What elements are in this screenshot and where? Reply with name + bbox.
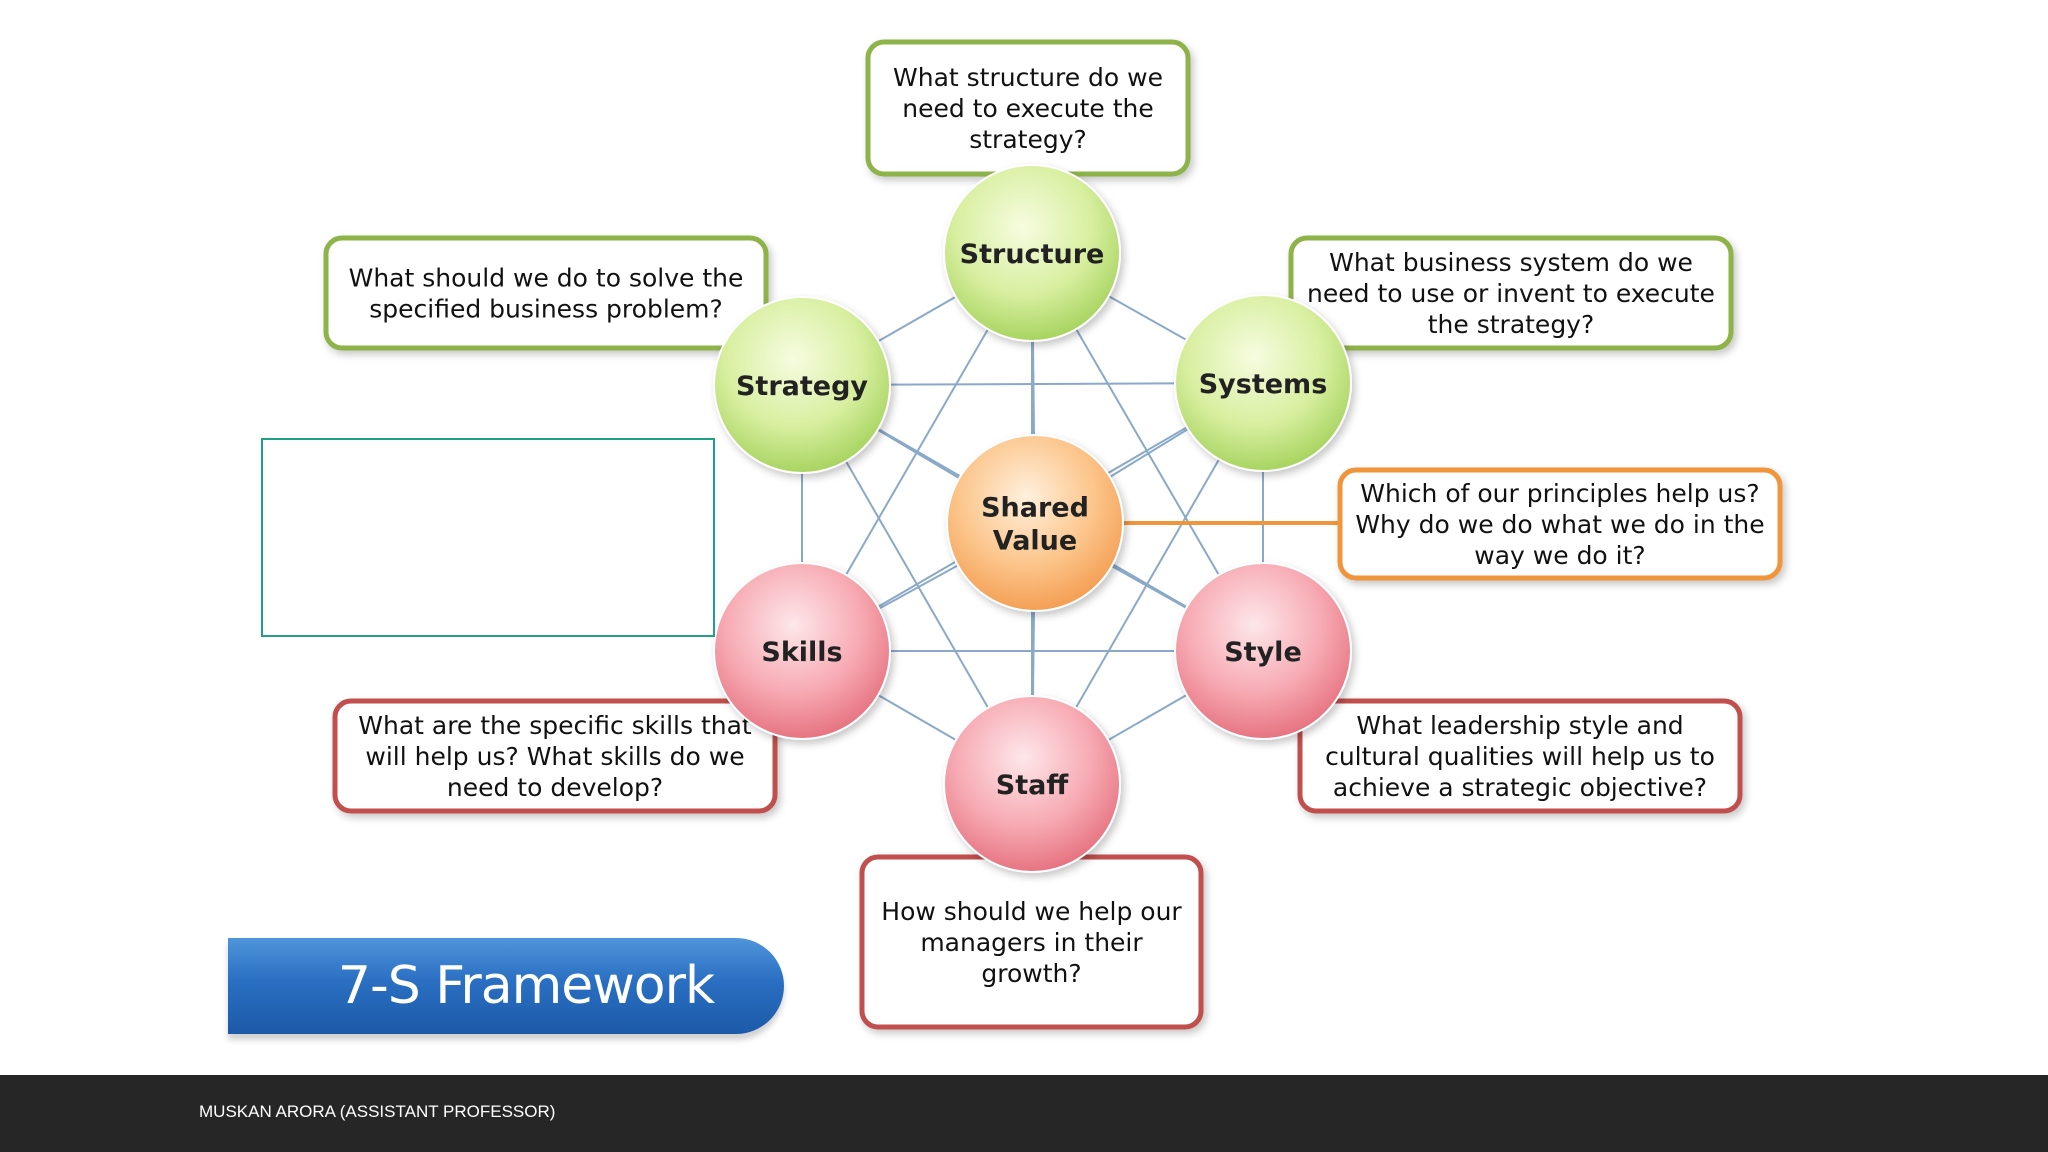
node-label: Systems bbox=[1199, 369, 1328, 400]
node-label: Style bbox=[1224, 637, 1302, 668]
question-line: What leadership style and bbox=[1356, 711, 1683, 740]
question-line: will help us? What skills do we bbox=[365, 742, 744, 771]
node-strategy: Strategy bbox=[713, 296, 891, 474]
question-line: need to use or invent to execute bbox=[1307, 279, 1715, 308]
question-line: the strategy? bbox=[1428, 310, 1595, 339]
question-box-frame bbox=[323, 235, 769, 351]
question-line: How should we help our bbox=[881, 897, 1182, 926]
node-circle bbox=[946, 434, 1124, 612]
question-box-frame bbox=[332, 698, 778, 814]
question-line: need to execute the bbox=[902, 94, 1154, 123]
question-box-strategy: What should we do to solve thespecified … bbox=[323, 235, 769, 351]
footer-author: MUSKAN ARORA (ASSISTANT PROFESSOR) bbox=[199, 1102, 556, 1121]
node-label: Shared bbox=[981, 493, 1089, 524]
question-line: way we do it? bbox=[1474, 541, 1645, 570]
node-label: Value bbox=[993, 526, 1077, 557]
question-line: need to develop? bbox=[447, 773, 663, 802]
question-box-frame bbox=[1288, 235, 1734, 351]
question-line: Why do we do what we do in the bbox=[1355, 510, 1764, 539]
question-line: achieve a strategic objective? bbox=[1333, 773, 1707, 802]
node-label: Skills bbox=[761, 637, 842, 668]
question-box-frame bbox=[1337, 467, 1783, 581]
node-label: Strategy bbox=[736, 371, 868, 402]
question-line: Which of our principles help us? bbox=[1360, 479, 1759, 508]
node-circle bbox=[1174, 562, 1352, 740]
node-circle bbox=[943, 695, 1121, 873]
question-line: strategy? bbox=[969, 125, 1087, 154]
question-line: specified business problem? bbox=[369, 295, 723, 324]
question-line: growth? bbox=[981, 959, 1081, 988]
node-style: Style bbox=[1174, 562, 1352, 740]
node-circle bbox=[713, 296, 891, 474]
footer-bar: MUSKAN ARORA (ASSISTANT PROFESSOR) bbox=[0, 1075, 2048, 1152]
node-circle bbox=[1174, 294, 1352, 472]
node-circle bbox=[713, 562, 891, 740]
question-line: What are the specific skills that bbox=[358, 711, 752, 740]
question-line: What business system do we bbox=[1329, 248, 1693, 277]
question-box-shared-value: Which of our principles help us?Why do w… bbox=[1337, 467, 1783, 581]
node-systems: Systems bbox=[1174, 294, 1352, 472]
framework-title-banner: 7-S Framework bbox=[228, 938, 784, 1034]
node-label: Staff bbox=[996, 770, 1070, 801]
question-line: What structure do we bbox=[893, 63, 1163, 92]
framework-title: 7-S Framework bbox=[337, 956, 715, 1016]
question-line: cultural qualities will help us to bbox=[1325, 742, 1715, 771]
question-line: managers in their bbox=[920, 928, 1143, 957]
node-skills: Skills bbox=[713, 562, 891, 740]
question-box-frame bbox=[1297, 698, 1743, 814]
node-label: Structure bbox=[960, 239, 1105, 270]
node-structure: Structure bbox=[943, 164, 1121, 342]
empty-placeholder-box bbox=[261, 438, 715, 637]
node-circle bbox=[943, 164, 1121, 342]
question-line: What should we do to solve the bbox=[349, 264, 744, 293]
node-staff: Staff bbox=[943, 695, 1121, 873]
